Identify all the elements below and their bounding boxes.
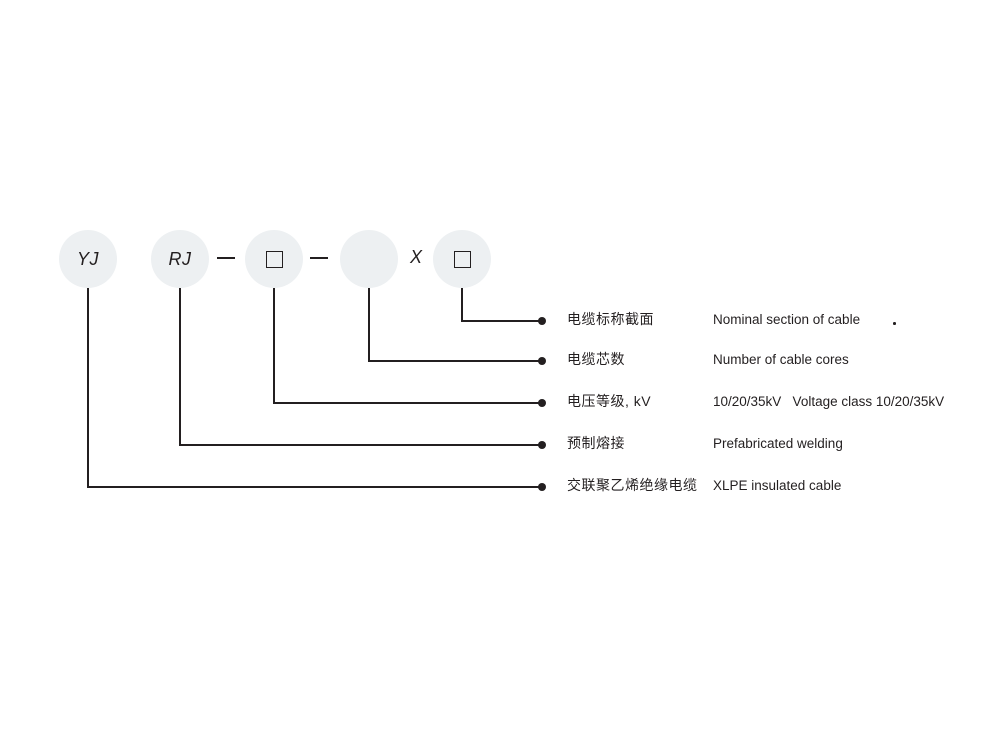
connector-line-horizontal bbox=[368, 360, 539, 362]
label-en: 10/20/35kV Voltage class 10/20/35kV bbox=[713, 394, 945, 409]
bullet-icon bbox=[538, 317, 546, 325]
label-zh: 预制熔接 bbox=[567, 435, 625, 451]
code-circle-voltage bbox=[245, 230, 303, 288]
separator-dash-icon bbox=[217, 257, 235, 259]
bullet-icon bbox=[538, 357, 546, 365]
bullet-icon bbox=[538, 441, 546, 449]
connector-line-horizontal bbox=[87, 486, 539, 488]
label-zh: 电缆标称截面 bbox=[567, 311, 654, 327]
connector-line-vertical bbox=[87, 288, 89, 488]
placeholder-square-icon bbox=[265, 250, 283, 268]
code-label-yj: YJ bbox=[76, 248, 99, 269]
connector-line-horizontal bbox=[273, 402, 539, 404]
code-circle-cores bbox=[340, 230, 398, 288]
connector-line-vertical bbox=[368, 288, 370, 362]
connector-line-horizontal bbox=[461, 320, 539, 322]
connector-line-horizontal bbox=[179, 444, 539, 446]
code-circle-yj: YJ bbox=[59, 230, 117, 288]
separator-dash-icon bbox=[310, 257, 328, 259]
connector-line-vertical bbox=[179, 288, 181, 446]
bullet-icon bbox=[538, 399, 546, 407]
code-circle-section bbox=[433, 230, 491, 288]
bullet-icon bbox=[538, 483, 546, 491]
label-zh: 交联聚乙烯绝缘电缆 bbox=[567, 477, 698, 493]
label-en: Nominal section of cable bbox=[713, 312, 861, 327]
code-x-separator: X bbox=[409, 247, 422, 267]
label-en: XLPE insulated cable bbox=[713, 478, 842, 493]
label-zh: 电缆芯数 bbox=[567, 351, 625, 367]
code-circle-rj: RJ bbox=[151, 230, 209, 288]
label-en: Prefabricated welding bbox=[713, 436, 843, 451]
stray-period-mark bbox=[893, 322, 896, 325]
connector-line-vertical bbox=[461, 288, 463, 322]
label-en: Number of cable cores bbox=[713, 352, 849, 367]
label-zh: 电压等级, kV bbox=[567, 393, 652, 409]
code-label-rj: RJ bbox=[168, 248, 192, 269]
connector-line-vertical bbox=[273, 288, 275, 404]
placeholder-square-icon bbox=[453, 250, 471, 268]
